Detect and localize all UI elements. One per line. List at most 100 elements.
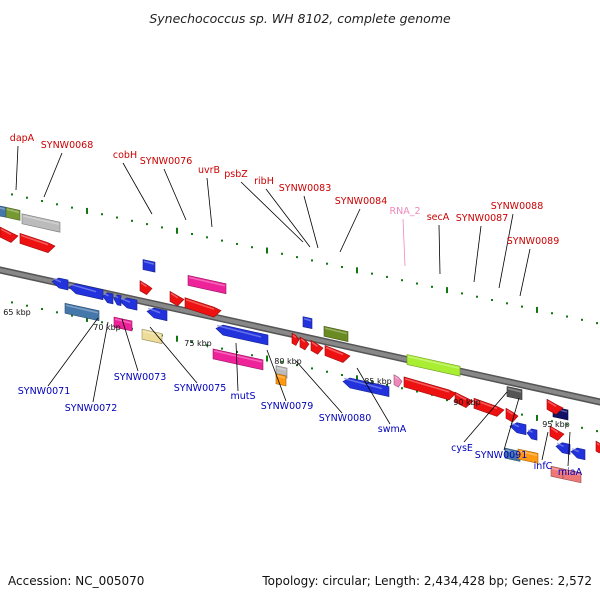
gene-feature[interactable] (68, 283, 104, 301)
gene-feature[interactable] (473, 397, 505, 417)
gene-feature[interactable] (187, 275, 227, 295)
gene-feature[interactable] (324, 345, 351, 363)
gene-feature[interactable] (275, 373, 287, 387)
ring-dot (341, 374, 343, 377)
gene-label-SYNW0080[interactable]: SYNW0080 (319, 413, 372, 424)
ring-dot (596, 430, 598, 433)
gene-label-SYNW0084[interactable]: SYNW0084 (335, 196, 388, 207)
gene-highlight (563, 470, 581, 476)
gene-feature[interactable] (64, 302, 100, 322)
ring-dot (101, 213, 103, 216)
gene-label-dapA[interactable]: dapA (10, 133, 35, 144)
gene-feature[interactable] (526, 428, 538, 441)
gene-arrow[interactable] (102, 292, 114, 305)
gene-feature[interactable] (505, 407, 519, 423)
gene-feature[interactable] (139, 280, 153, 295)
ring-dot (206, 236, 208, 239)
gene-label-SYNW0072[interactable]: SYNW0072 (65, 403, 118, 414)
gene-label-RNA_2[interactable]: RNA_2 (389, 206, 420, 217)
gene-label-uvrB[interactable]: uvrB (198, 165, 220, 176)
ring-dot (581, 318, 583, 321)
ring-dot (476, 295, 478, 298)
gene-feature[interactable] (555, 442, 571, 455)
gene-label-cysE[interactable]: cysE (451, 443, 473, 454)
gene-label-infC[interactable]: infC (534, 461, 553, 472)
gene-feature[interactable] (310, 339, 324, 355)
gene-label-SYNW0079[interactable]: SYNW0079 (261, 401, 314, 412)
gene-label-SYNW0088[interactable]: SYNW0088 (491, 201, 544, 212)
gene-highlight (527, 429, 533, 433)
gene-arrow[interactable] (342, 377, 390, 397)
gene-feature[interactable] (51, 277, 69, 291)
gene-feature[interactable] (212, 348, 264, 371)
gene-feature[interactable] (323, 325, 349, 342)
gene-feature[interactable] (0, 226, 19, 243)
gene-feature[interactable] (595, 440, 600, 454)
gene-feature[interactable] (546, 398, 564, 415)
gene-arrow[interactable] (526, 428, 538, 441)
gene-feature[interactable] (19, 232, 56, 253)
gene-label-SYNW0091[interactable]: SYNW0091 (475, 450, 528, 461)
gene-feature[interactable] (299, 336, 310, 351)
gene-feature[interactable] (141, 328, 163, 344)
gene-feature[interactable] (0, 205, 7, 218)
gene-feature[interactable] (184, 297, 222, 318)
gene-feature[interactable] (5, 206, 21, 221)
scale-label-70kbp: 70 kbp (93, 323, 121, 332)
gene-feature[interactable] (291, 332, 300, 346)
gene-arrow[interactable] (51, 277, 69, 291)
gene-feature[interactable] (113, 294, 122, 306)
gene-label-ribH[interactable]: ribH (254, 176, 274, 187)
gene-feature[interactable] (142, 259, 156, 273)
gene-arrow[interactable] (595, 440, 600, 454)
gene-feature[interactable] (21, 213, 61, 233)
gene-feature[interactable] (570, 447, 586, 461)
leader-line (567, 431, 571, 467)
gene-feature[interactable] (146, 307, 168, 322)
gene-feature[interactable] (169, 290, 185, 307)
gene-feature[interactable] (509, 422, 527, 436)
leader-line (47, 317, 99, 387)
gene-feature[interactable] (403, 376, 457, 401)
gene-arrow[interactable] (113, 294, 122, 306)
gene-label-cobH[interactable]: cobH (113, 150, 137, 161)
gene-arrow[interactable] (570, 447, 586, 461)
gene-arrow[interactable] (555, 442, 571, 455)
gene-feature[interactable] (102, 292, 114, 305)
leader-line (121, 318, 139, 372)
gene-label-SYNW0071[interactable]: SYNW0071 (18, 386, 71, 397)
gene-label-secA[interactable]: secA (427, 212, 450, 223)
gene-arrow[interactable] (146, 307, 168, 322)
ring-dot (281, 360, 283, 363)
leader-line (303, 195, 319, 249)
gene-feature[interactable] (549, 425, 565, 441)
gene-label-SYNW0076[interactable]: SYNW0076 (140, 156, 193, 167)
gene-feature[interactable] (562, 468, 582, 484)
gene-arrow[interactable] (119, 297, 138, 311)
gene-highlight (505, 449, 520, 455)
gene-label-mutS[interactable]: mutS (230, 391, 255, 402)
gene-feature[interactable] (454, 391, 474, 408)
ring-dot (26, 304, 28, 307)
gene-arrow[interactable] (68, 283, 104, 301)
ring-dot (221, 239, 223, 242)
gene-feature[interactable] (342, 377, 390, 397)
gene-feature[interactable] (406, 354, 461, 377)
gene-feature[interactable] (119, 297, 138, 311)
gene-feature[interactable] (517, 448, 539, 464)
gene-label-SYNW0083[interactable]: SYNW0083 (279, 183, 332, 194)
gene-feature[interactable] (393, 374, 403, 388)
gene-label-SYNW0089[interactable]: SYNW0089 (507, 236, 560, 247)
gene-feature[interactable] (506, 386, 523, 401)
gene-label-swmA[interactable]: swmA (378, 424, 407, 435)
gene-label-SYNW0068[interactable]: SYNW0068 (41, 140, 94, 151)
gene-label-psbZ[interactable]: psbZ (224, 169, 248, 180)
gene-feature[interactable] (302, 316, 313, 329)
gene-label-SYNW0073[interactable]: SYNW0073 (114, 372, 167, 383)
gene-arrow[interactable] (215, 324, 269, 346)
gene-feature[interactable] (504, 447, 521, 462)
gene-label-SYNW0087[interactable]: SYNW0087 (456, 213, 509, 224)
gene-feature[interactable] (215, 324, 269, 346)
gene-label-miaA[interactable]: miaA (558, 467, 583, 478)
gene-label-SYNW0075[interactable]: SYNW0075 (174, 383, 227, 394)
